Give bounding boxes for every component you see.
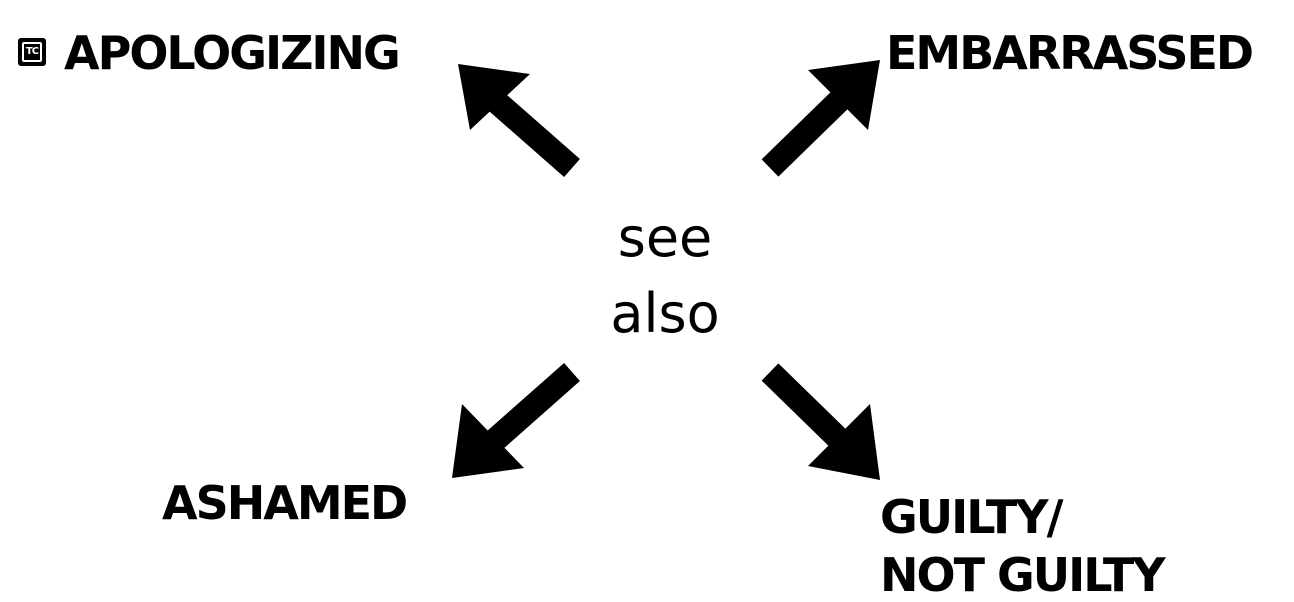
arrow-down-left-icon <box>452 363 580 478</box>
arrow-up-left-icon <box>458 64 580 178</box>
term-guilty: GUILTY/ <box>880 490 1063 544</box>
term-not-guilty: NOT GUILTY <box>880 548 1166 602</box>
term-ashamed: ASHAMED <box>162 476 408 530</box>
tc-badge-icon: TC <box>18 38 46 66</box>
arrow-up-right-icon <box>761 60 880 177</box>
center-text-see: see <box>617 206 713 269</box>
arrow-down-right-icon <box>761 363 880 480</box>
term-apologizing: APOLOGIZING <box>64 26 401 80</box>
center-text-also: also <box>610 282 720 345</box>
tc-badge-label: TC <box>22 42 42 62</box>
term-embarrassed: EMBARRASSED <box>886 26 1254 80</box>
